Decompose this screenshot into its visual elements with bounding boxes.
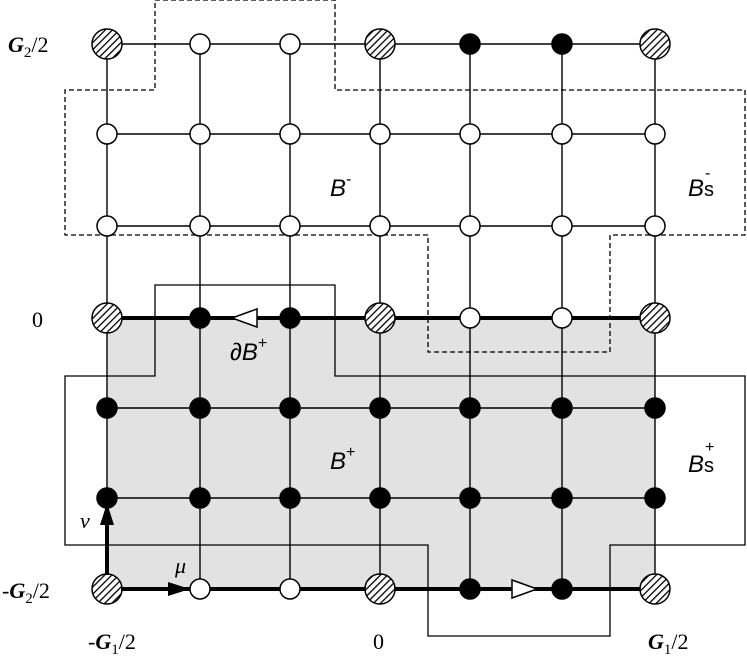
b-s-plus-label-main: B	[688, 451, 704, 478]
x-axis-left-sub: 1	[111, 642, 119, 658]
lattice-node-filled	[369, 487, 391, 509]
lattice-node-filled	[459, 397, 481, 419]
lattice-node-filled	[279, 487, 301, 509]
mu-label: μ	[174, 553, 186, 578]
b-minus-label-sup: -	[346, 171, 351, 188]
y-axis-bottom-label: -G2/2	[2, 578, 50, 607]
lattice-node-hatched	[639, 28, 671, 60]
boundary-arrow-left	[229, 307, 258, 329]
lattice-node-filled	[369, 397, 391, 419]
x-axis-right-tail: /2	[671, 629, 688, 654]
boundary-label: ∂B+	[230, 335, 267, 366]
lattice-node-hatched	[639, 573, 671, 605]
y-axis-top-sub: 2	[24, 45, 32, 61]
x-axis-left-tail: /2	[119, 629, 136, 654]
b-minus-outline	[64, 0, 746, 353]
x-axis-left-prefix: -	[88, 629, 95, 654]
boundary-label-main: ∂B	[230, 339, 258, 366]
y-axis-bottom-tail: /2	[33, 578, 50, 603]
lattice-node-filled	[279, 397, 301, 419]
lattice-node-hatched	[91, 573, 123, 605]
lattice-node-filled	[459, 487, 481, 509]
b-plus-outline	[64, 284, 746, 637]
lattice-node-filled	[551, 578, 573, 600]
lattice-node-hatched	[364, 28, 396, 60]
nu-arrow-head	[100, 503, 114, 525]
lattice-node-filled	[96, 397, 118, 419]
b-minus-label: B-	[330, 171, 351, 202]
b-s-plus-label-sup: +	[705, 439, 714, 456]
boundary-arrow-right	[511, 578, 540, 600]
lattice-node-filled	[459, 33, 481, 55]
b-s-minus-label-sub: s	[704, 179, 714, 201]
x-axis-right-label: G1/2	[648, 629, 689, 658]
lattice-node-filled	[644, 397, 666, 419]
lattice-node-open	[279, 215, 301, 237]
x-axis-right-sub: 1	[664, 642, 672, 658]
lattice-node-hatched	[639, 302, 671, 334]
lattice-node-filled	[189, 487, 211, 509]
lattice-node-open	[279, 33, 301, 55]
y-axis-top-vec: G	[8, 32, 24, 57]
b-s-plus-label: Bs	[688, 451, 714, 478]
lattice-node-filled	[279, 307, 301, 329]
lattice-node-filled	[551, 33, 573, 55]
lattice-node-open	[551, 215, 573, 237]
lattice-node-open	[644, 215, 666, 237]
y-axis-bottom-vec: G	[9, 578, 25, 603]
lattice-node-open	[551, 123, 573, 145]
lattice-node-open	[459, 307, 481, 329]
lattice-node-open	[189, 123, 211, 145]
lattice-node-filled	[551, 487, 573, 509]
x-axis-left-label: -G1/2	[88, 629, 136, 658]
mu-arrow-head	[168, 582, 190, 596]
b-s-minus-label-sup: -	[705, 165, 710, 182]
b-s-plus-label-sub: s	[704, 455, 714, 477]
lattice-node-open	[459, 215, 481, 237]
lattice-node-hatched	[91, 28, 123, 60]
b-s-minus-label-main: B	[688, 175, 704, 202]
lattice-node-open	[189, 33, 211, 55]
b-plus-label: B+	[330, 444, 355, 475]
nu-label: ν	[80, 508, 90, 533]
y-axis-bottom-sub: 2	[25, 591, 33, 607]
y-axis-mid-label: 0	[32, 307, 43, 332]
lattice-node-open	[459, 123, 481, 145]
y-axis-bottom-prefix: -	[2, 578, 9, 603]
b-s-minus-label: Bs	[688, 175, 714, 202]
y-axis-top-label: G2/2	[8, 32, 49, 61]
lattice-node-hatched	[364, 573, 396, 605]
lattice-node-filled	[644, 487, 666, 509]
b-plus-label-main: B	[330, 448, 346, 475]
lattice-node-open	[369, 123, 391, 145]
boundary-label-sup: +	[258, 335, 267, 352]
lattice-node-hatched	[364, 302, 396, 334]
b-plus-label-sup: +	[346, 444, 355, 461]
lattice-node-open	[96, 123, 118, 145]
x-axis-left-vec: G	[95, 629, 111, 654]
lattice-node-open	[369, 215, 391, 237]
lattice-node-open	[189, 578, 211, 600]
lattice-node-open	[551, 307, 573, 329]
lattice-node-open	[189, 215, 211, 237]
lattice-node-filled	[189, 307, 211, 329]
lattice-node-filled	[459, 578, 481, 600]
y-axis-top-tail: /2	[31, 32, 48, 57]
lattice-node-open	[279, 123, 301, 145]
x-axis-mid-label: 0	[373, 629, 384, 654]
lattice-node-hatched	[91, 302, 123, 334]
lattice-node-open	[96, 215, 118, 237]
lattice-node-filled	[551, 397, 573, 419]
b-plus-shaded-region	[107, 318, 655, 589]
b-minus-label-main: B	[330, 175, 346, 202]
x-axis-right-vec: G	[648, 629, 664, 654]
lattice-node-open	[279, 578, 301, 600]
lattice-node-filled	[189, 397, 211, 419]
lattice-node-open	[644, 123, 666, 145]
